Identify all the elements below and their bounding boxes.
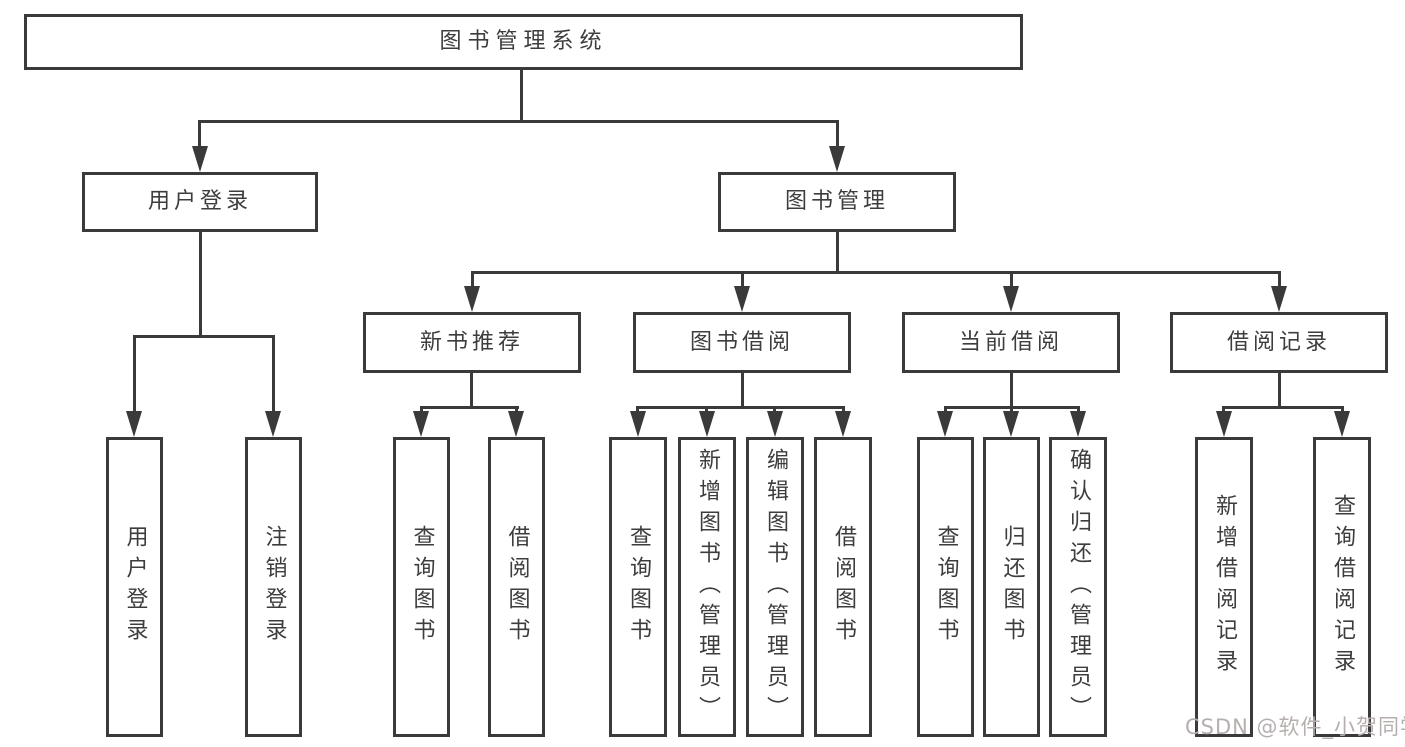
arrow-down-icon	[767, 411, 783, 437]
arrow-down-icon	[1334, 411, 1350, 437]
connector-line	[520, 70, 523, 123]
node-label: 借阅图书	[831, 525, 856, 649]
connector-line	[836, 120, 839, 150]
node-query-borrow-record: 查询借阅记录	[1313, 437, 1371, 737]
node-label: 新增图书（管理员）	[695, 447, 720, 727]
node-library-management-system: 图书管理系统	[24, 14, 1023, 70]
node-query-books-rec: 查询图书	[393, 437, 450, 737]
node-label: 图书借阅	[689, 329, 794, 355]
node-label: 借阅记录	[1226, 329, 1331, 355]
node-borrowing-records: 借阅记录	[1170, 312, 1388, 373]
node-add-borrow-record: 新增借阅记录	[1195, 437, 1253, 737]
node-label: 新增借阅记录	[1212, 494, 1237, 680]
node-label: 用户登录	[122, 525, 148, 649]
node-query-books-current: 查询图书	[917, 437, 974, 737]
arrow-down-icon	[734, 286, 750, 312]
node-label: 注销登录	[261, 525, 287, 649]
arrow-down-icon	[1003, 286, 1019, 312]
connector-line	[1010, 373, 1013, 409]
connector-line	[133, 335, 136, 414]
node-return-books: 归还图书	[983, 437, 1040, 737]
node-label: 查询图书	[933, 525, 959, 649]
node-current-borrowing: 当前借阅	[902, 312, 1120, 373]
node-borrow-books-rec: 借阅图书	[488, 437, 545, 737]
node-user-login: 用户登录	[82, 172, 318, 232]
node-borrow-books-borrow: 借阅图书	[814, 437, 872, 737]
node-label: 查询图书	[626, 525, 651, 649]
connector-line	[471, 271, 1281, 274]
node-new-book-recommendation: 新书推荐	[363, 312, 581, 373]
arrow-down-icon	[829, 146, 845, 172]
arrow-down-icon	[937, 411, 953, 437]
node-label: 图书管理系统	[439, 29, 608, 54]
arrow-down-icon	[126, 411, 142, 437]
node-label: 确认归还（管理员）	[1066, 447, 1091, 727]
watermark: CSDN @软件_小贺同学	[1185, 715, 1405, 739]
arrow-down-icon	[413, 411, 429, 437]
arrow-down-icon	[1271, 286, 1287, 312]
node-label: 当前借阅	[958, 329, 1063, 355]
arrow-down-icon	[265, 411, 281, 437]
arrow-down-icon	[1216, 411, 1232, 437]
node-confirm-return-admin: 确认归还（管理员）	[1049, 437, 1107, 737]
node-label: 新书推荐	[419, 329, 524, 355]
connector-line	[1278, 373, 1281, 409]
connector-line	[1222, 406, 1344, 409]
node-label: 归还图书	[999, 525, 1025, 649]
arrow-down-icon	[1070, 411, 1086, 437]
node-query-books-borrow: 查询图书	[609, 437, 667, 737]
connector-line	[420, 406, 519, 409]
node-label: 图书管理	[784, 189, 889, 214]
arrow-down-icon	[192, 146, 208, 172]
node-book-borrowing: 图书借阅	[633, 312, 851, 373]
node-user-login-action: 用户登录	[106, 437, 163, 737]
node-book-management: 图书管理	[718, 172, 956, 232]
connector-line	[272, 335, 275, 414]
connector-line	[471, 271, 474, 291]
node-add-books-admin: 新增图书（管理员）	[678, 437, 736, 737]
arrow-down-icon	[630, 411, 646, 437]
connector-line	[199, 232, 202, 338]
arrow-down-icon	[699, 411, 715, 437]
connector-line	[198, 120, 839, 123]
connector-line	[198, 120, 201, 150]
node-logout-action: 注销登录	[245, 437, 302, 737]
node-label: 查询图书	[409, 525, 435, 649]
arrow-down-icon	[508, 411, 524, 437]
connector-line	[470, 373, 473, 409]
node-edit-books-admin: 编辑图书（管理员）	[746, 437, 804, 737]
connector-line	[741, 271, 744, 291]
node-label: 查询借阅记录	[1330, 494, 1355, 680]
node-label: 编辑图书（管理员）	[763, 447, 788, 727]
connector-line	[1010, 271, 1013, 291]
node-label: 借阅图书	[504, 525, 530, 649]
connector-line	[741, 373, 744, 409]
arrow-down-icon	[464, 286, 480, 312]
connector-line	[1278, 271, 1281, 291]
connector-line	[133, 335, 275, 338]
connector-line	[636, 406, 845, 409]
arrow-down-icon	[835, 411, 851, 437]
connector-line	[836, 232, 839, 274]
arrow-down-icon	[1003, 411, 1019, 437]
node-label: 用户登录	[147, 189, 252, 214]
